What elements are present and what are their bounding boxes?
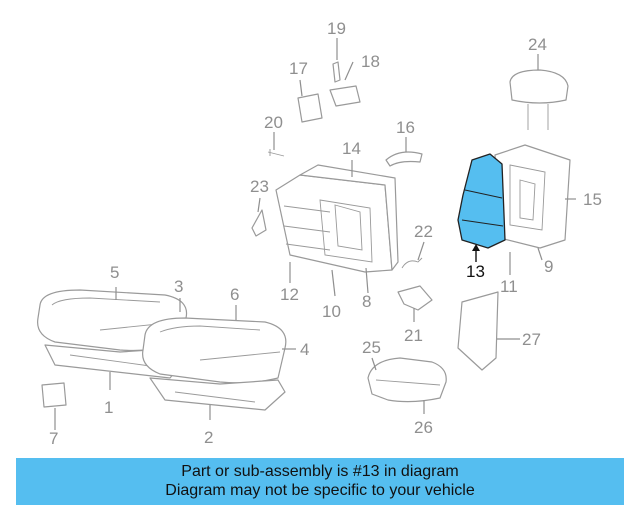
- banner-line-2: Diagram may not be specific to your vehi…: [165, 482, 475, 499]
- callout-27: 27: [522, 330, 541, 349]
- part-seat-cushion-right: [142, 317, 287, 411]
- part-bolt: [267, 149, 285, 157]
- callout-24: 24: [528, 35, 547, 54]
- part-armrest: [367, 357, 447, 403]
- part-13-highlighted: [457, 153, 506, 249]
- callout-8: 8: [362, 292, 371, 311]
- callout-19: 19: [327, 19, 346, 38]
- callout-9: 9: [544, 257, 553, 276]
- part-13-detail: [461, 189, 504, 227]
- callout-16: 16: [396, 118, 415, 137]
- callout-12: 12: [280, 285, 299, 304]
- callout-15: 15: [583, 190, 602, 209]
- part-trim-piece: [251, 209, 267, 237]
- part-seat-back-right-frame: [494, 144, 571, 249]
- callout-7: 7: [49, 429, 58, 448]
- callout-21: 21: [404, 326, 423, 345]
- callout-11: 11: [500, 277, 518, 296]
- callout-22: 22: [414, 222, 433, 241]
- callout-1: 1: [104, 398, 113, 417]
- seat-parts-diagram: 1 2 3 4 5 6 7 8 9 10 11 12 13 14 15 16 1…: [37, 19, 602, 448]
- callout-13: 13: [466, 262, 485, 281]
- part-hook: [401, 257, 423, 269]
- banner-line-1: Part or sub-assembly is #13 in diagram: [181, 463, 459, 480]
- callout-arrow-13: [472, 244, 480, 251]
- callout-26: 26: [414, 418, 433, 437]
- info-banner: Part or sub-assembly is #13 in diagram D…: [16, 458, 624, 505]
- part-hinge: [397, 285, 433, 311]
- callout-20: 20: [264, 113, 283, 132]
- callout-4: 4: [300, 340, 309, 359]
- callout-leaders: [54, 38, 576, 430]
- part-headrest: [509, 69, 569, 130]
- part-small-bracket: [41, 382, 67, 408]
- callout-17: 17: [289, 59, 308, 78]
- callout-5: 5: [110, 263, 119, 282]
- callout-6: 6: [230, 285, 239, 304]
- callout-10: 10: [322, 302, 341, 321]
- callout-23: 23: [250, 177, 269, 196]
- part-seat-back-left: [275, 164, 399, 273]
- callout-18: 18: [361, 52, 380, 71]
- callout-25: 25: [362, 338, 381, 357]
- callout-14: 14: [342, 139, 361, 158]
- part-cap: [385, 151, 423, 167]
- part-panel: [457, 291, 499, 371]
- callout-2: 2: [204, 428, 213, 447]
- part-latch-assembly: [297, 61, 361, 123]
- callout-3: 3: [174, 277, 183, 296]
